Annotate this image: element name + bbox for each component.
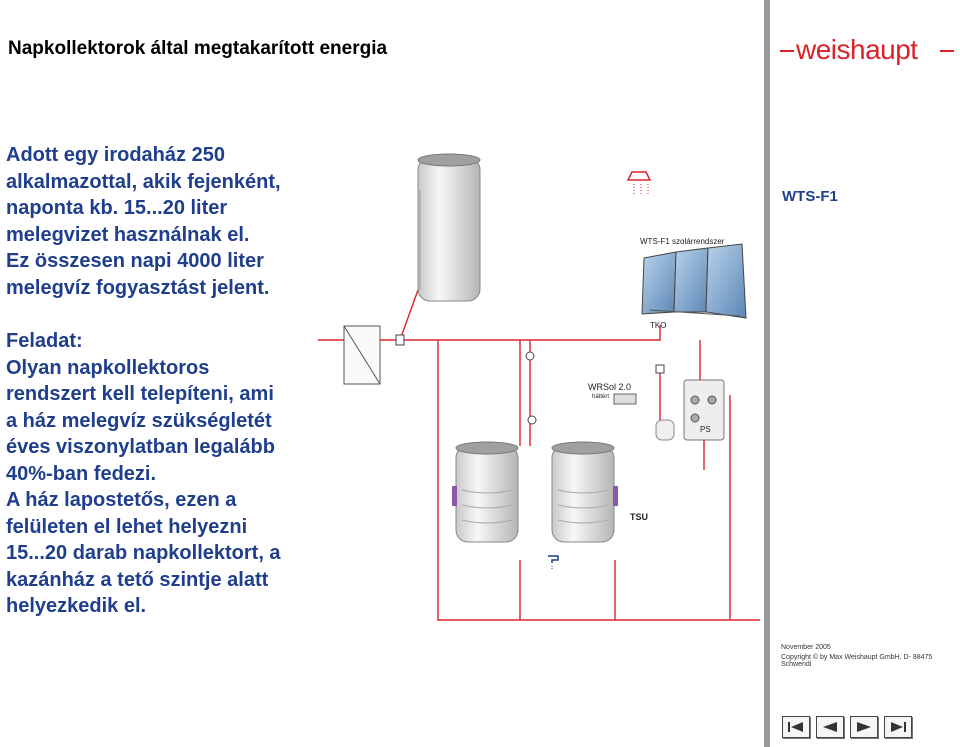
brand-logo: weishaupt (780, 32, 955, 72)
expansion-vessel (655, 419, 675, 441)
tap-icon (548, 555, 559, 570)
ps-label: PS (700, 425, 711, 434)
task-line: 40%-ban fedezi. (6, 462, 157, 485)
intro-text: Adott egy irodaház 250 alkalmazottal, ak… (6, 142, 316, 301)
task-line: 15...20 darab napkollektort, a (6, 542, 281, 564)
intro-line: naponta kb. 15...20 liter (6, 197, 228, 219)
shower-icon (626, 171, 652, 196)
intro-line: Ez összesen napi 4000 liter (6, 250, 264, 272)
intro-line: alkalmazottal, akik fejenként, (6, 170, 281, 193)
prev-icon (823, 722, 837, 732)
footer-copyright: Copyright © by Max Weishaupt GmbH, D- 88… (781, 654, 933, 668)
task-line: éves viszonylatban legalább (6, 436, 275, 458)
intro-line: melegvizet használnak el. (6, 223, 250, 246)
tsu-label: TSU (630, 512, 648, 522)
page-title: Napkollektorok által megtakarított energ… (8, 38, 388, 59)
sidebar-divider (764, 0, 770, 747)
task-line: kazánház a tető szintje alatt (6, 568, 269, 591)
intro-line: melegvíz fogyasztást jelent. (6, 276, 270, 299)
task-text: Feladat: Olyan napkollektoros rendszert … (6, 328, 326, 620)
heat-exchanger (343, 325, 381, 385)
wrsol-controller (613, 393, 637, 405)
footer-date: November 2005 (781, 644, 831, 651)
next-icon (857, 722, 871, 732)
logo-text: weishaupt (796, 34, 918, 65)
prev-slide-button[interactable] (816, 716, 844, 738)
valves (395, 334, 665, 425)
product-label: WTS-F1 (782, 188, 838, 205)
wts-system-label: WTS-F1 szolárrendszer (640, 237, 725, 246)
task-line: Olyan napkollektoros (6, 356, 210, 379)
intro-line: Adott egy irodaház 250 (6, 144, 225, 166)
tko-label: TKO (650, 321, 666, 330)
task-line: felületen el lehet helyezni (6, 515, 248, 538)
task-line: A ház lapostetős, ezen a (6, 489, 237, 511)
first-slide-button[interactable] (782, 716, 810, 738)
logo-dash-left (780, 50, 794, 52)
lower-storage-tanks (452, 441, 618, 543)
upper-storage-tank (417, 153, 481, 302)
solar-system-diagram: WTS-F1 szolárrendszer TKO WRSol 2.0 hátt… (318, 153, 760, 621)
next-slide-button[interactable] (850, 716, 878, 738)
slide-navigation (782, 716, 912, 738)
first-icon (788, 722, 803, 732)
logo-dash-right (940, 50, 954, 52)
red-pipes (318, 289, 760, 621)
wrsol-sub-label: háttért (592, 394, 609, 400)
solar-panels (641, 243, 747, 319)
task-line: Feladat: (6, 330, 83, 352)
wrsol-label: WRSol 2.0 (588, 382, 631, 392)
last-icon (891, 722, 906, 732)
task-line: a ház melegvíz szükségletét (6, 409, 272, 432)
task-line: rendszert kell telepíteni, ami (6, 383, 274, 405)
pump-station (683, 379, 725, 441)
last-slide-button[interactable] (884, 716, 912, 738)
task-line: helyezkedik el. (6, 595, 147, 617)
